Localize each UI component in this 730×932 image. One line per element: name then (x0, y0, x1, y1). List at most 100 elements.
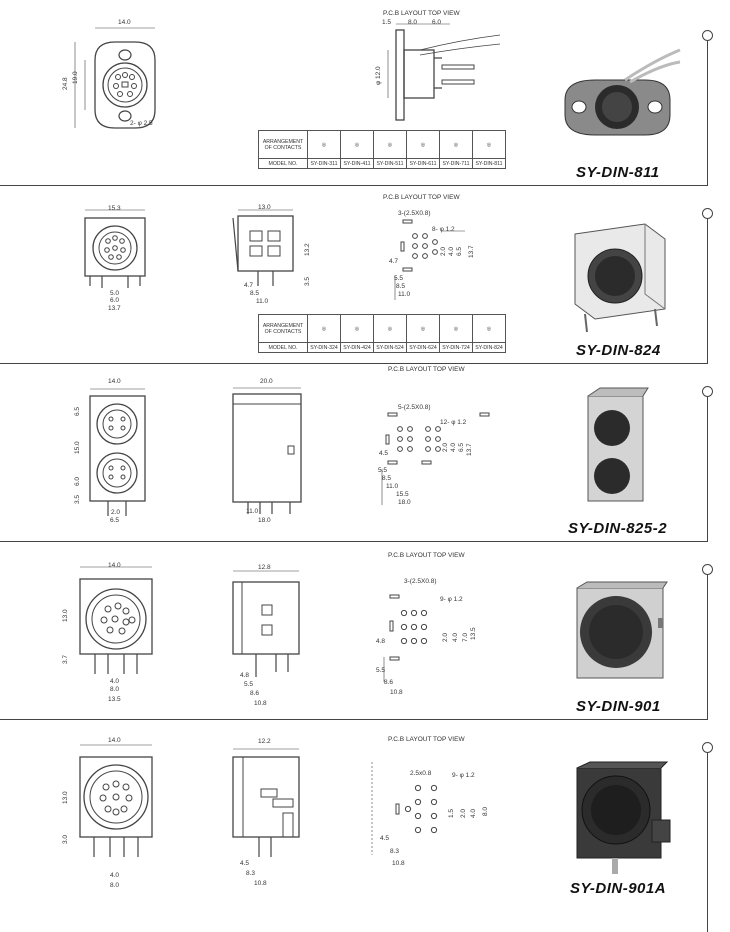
pcb-slot-label: 3-(2.5X0.8) (404, 578, 437, 585)
product-photo (576, 761, 671, 874)
dim-side-a: 4.8 (240, 672, 250, 679)
dim-side-c: 8.5 (250, 290, 260, 297)
dim-b: 8.0 (408, 19, 418, 26)
model-cell: SY-DIN-311 (307, 158, 341, 169)
front-view-drawing (74, 27, 156, 129)
dim-pcb-a: 2.0 (440, 246, 447, 256)
dim-pcb-g: 8.5 (382, 475, 392, 482)
dim-pcb-i: 15.5 (396, 491, 409, 498)
contact-diagram: ◎ (439, 130, 473, 159)
dim-pcb-e: 4.5 (380, 835, 390, 842)
pcb-slot-label: 3-(2.5X0.8) (398, 210, 431, 217)
dim-height: 13.0 (62, 609, 69, 622)
model-cell: SY-DIN-624 (406, 342, 440, 353)
side-view-drawing (232, 748, 300, 857)
model-cell: SY-DIN-824 (472, 342, 506, 353)
pcb-layout-title: P.C.B LAYOUT TOP VIEW (383, 10, 460, 17)
dim-c: 8.0 (110, 686, 120, 693)
dim-d: φ 12.0 (375, 66, 382, 85)
dim-side-a: 3.5 (304, 276, 311, 286)
dim-height-inner: 19.0 (72, 71, 79, 84)
dim-pcb-d: 13.5 (470, 627, 477, 640)
dim-a: 3.0 (62, 834, 69, 844)
dim-pcb-e: 4.7 (389, 258, 399, 265)
front-view-drawing (79, 566, 153, 674)
contact-diagram: ◎ (373, 314, 407, 343)
product-photo (576, 581, 668, 679)
dim-c: 6.0 (74, 476, 81, 486)
contact-diagram: ◎ (373, 130, 407, 159)
dim-side-height: 13.2 (304, 243, 311, 256)
dim-side-b: 8.3 (246, 870, 256, 877)
dim-side-c: 8.6 (250, 690, 260, 697)
side-view-drawing (232, 387, 302, 514)
dim-b: 4.0 (110, 678, 120, 685)
section-rail (707, 396, 708, 542)
dim-pcb-b: 4.0 (448, 246, 455, 256)
pcb-hole-label: 9- φ 1.2 (440, 596, 463, 603)
model-cell: SY-DIN-511 (373, 158, 407, 169)
dim-pcb-d: 8.0 (482, 806, 489, 816)
dim-a: 5.0 (110, 290, 120, 297)
section-sy-din-901: 14.0 13.0 3.7 4.0 8.0 13.5 12.8 4.8 5.5 … (0, 542, 730, 720)
pcb-layout-drawing (387, 23, 501, 121)
model-cell: SY-DIN-711 (439, 158, 473, 169)
pcb-layout-drawing (383, 594, 428, 682)
dim-a: 3.7 (62, 654, 69, 664)
dim-pcb-h: 11.0 (398, 291, 411, 298)
pcb-slot-label: 2.5x0.8 (410, 770, 432, 777)
model-name: SY-DIN-901 (576, 698, 661, 715)
side-view-drawing (232, 209, 294, 286)
dim-height: 13.0 (62, 791, 69, 804)
pcb-hole-label: 9- φ 1.2 (452, 772, 475, 779)
model-no-label: MODEL NO. (258, 158, 308, 169)
dim-pcb-e: 4.8 (376, 638, 386, 645)
arrangement-label: ARRANGEMENT OF CONTACTS (258, 314, 308, 343)
dim-width: 15.3 (108, 205, 121, 212)
model-cell: SY-DIN-324 (307, 342, 341, 353)
dim-pcb-d: 13.7 (468, 245, 475, 258)
section-rail (707, 574, 708, 720)
dim-side-a: 11.0 (246, 508, 259, 515)
dim-c: 13.7 (108, 305, 121, 312)
dim-pcb-h: 10.8 (390, 689, 403, 696)
pcb-layout-title: P.C.B LAYOUT TOP VIEW (383, 194, 460, 201)
dim-pcb-c: 6.5 (458, 442, 465, 452)
model-cell: SY-DIN-724 (439, 342, 473, 353)
dim-c: 8.0 (110, 882, 120, 889)
dim-side-b: 5.5 (244, 681, 254, 688)
model-name: SY-DIN-825-2 (568, 520, 668, 537)
front-view-drawing (84, 209, 146, 288)
dim-pcb-b: 2.0 (460, 808, 467, 818)
contact-diagram: ◎ (340, 130, 374, 159)
pcb-slot-label: 5-(2.5X0.8) (398, 404, 431, 411)
dim-pcb-g: 8.6 (384, 679, 394, 686)
dim-side-b: 4.7 (244, 282, 254, 289)
dim-pcb-f: 8.3 (390, 848, 400, 855)
dim-a: 1.5 (382, 19, 392, 26)
dim-pcb-e: 4.5 (379, 450, 389, 457)
pcb-layout-drawing (381, 412, 490, 505)
dim-side-width: 13.0 (258, 204, 271, 211)
dim-side-d: 11.0 (256, 298, 269, 305)
pcb-layout-drawing (371, 762, 438, 855)
model-cell: SY-DIN-411 (340, 158, 374, 169)
pcb-layout-title: P.C.B LAYOUT TOP VIEW (388, 366, 465, 373)
contact-diagram: ◎ (307, 130, 341, 159)
dim-side-c: 10.8 (254, 880, 267, 887)
pcb-layout-drawing (394, 219, 465, 300)
dim-b: 15.0 (74, 441, 81, 454)
dim-a: 6.5 (74, 406, 81, 416)
side-view-drawing (232, 570, 300, 677)
dim-pcb-g: 10.8 (392, 860, 405, 867)
dim-side-d: 10.8 (254, 700, 267, 707)
section-rail (707, 752, 708, 932)
dim-pcb-f: 5.5 (394, 275, 404, 282)
model-no-label: MODEL NO. (258, 342, 308, 353)
front-view-drawing (79, 744, 153, 857)
model-cell: SY-DIN-611 (406, 158, 440, 169)
arrangement-label: ARRANGEMENT OF CONTACTS (258, 130, 308, 159)
section-divider (0, 363, 708, 364)
dim-width: 14.0 (108, 378, 121, 385)
product-photo (574, 223, 666, 333)
